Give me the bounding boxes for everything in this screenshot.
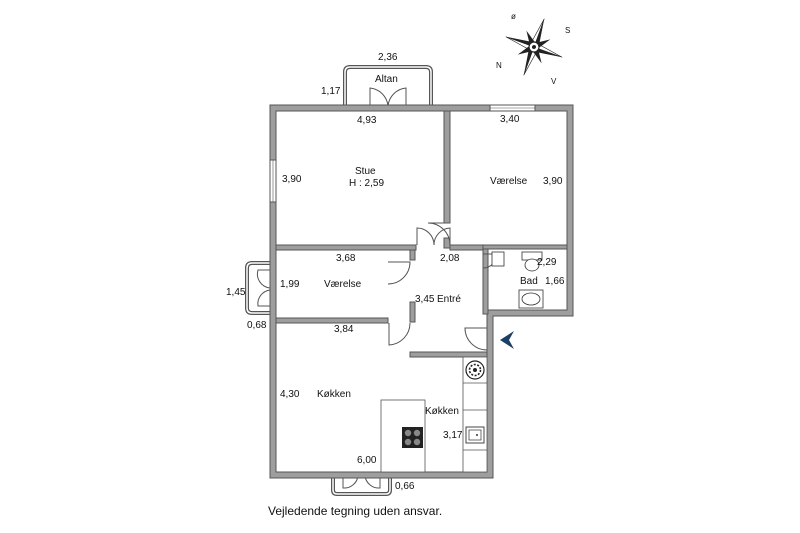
entre-width-label: 2,08 bbox=[440, 253, 460, 264]
bathroom-fixtures bbox=[491, 251, 544, 309]
balcony-width-label: 2,36 bbox=[378, 52, 398, 63]
bad-width-label: 2,29 bbox=[537, 257, 557, 268]
compass-north-label: N bbox=[496, 61, 502, 70]
koekken-alrum-width-label: 3,84 bbox=[334, 324, 354, 335]
compass-west-label: V bbox=[551, 77, 557, 86]
vaerelse1-width-label: 3,40 bbox=[500, 114, 520, 125]
bad-depth-label: 1,66 bbox=[545, 276, 565, 287]
stue-depth-label: 3,90 bbox=[282, 174, 302, 185]
vaerelse2-width-label: 3,68 bbox=[336, 253, 356, 264]
vaerelse-window bbox=[489, 104, 536, 112]
sink-icon bbox=[465, 426, 485, 444]
koekken-alrum-depth-label: 4,30 bbox=[280, 389, 300, 400]
vaerelse2-name-label: Værelse bbox=[324, 279, 362, 290]
bad-name-label: Bad bbox=[520, 276, 538, 287]
disclaimer-text: Vejledende tegning uden ansvar. bbox=[268, 504, 443, 518]
vaerelse2-depth-label: 1,99 bbox=[280, 279, 300, 290]
balcony-top bbox=[343, 65, 433, 108]
stue-window bbox=[269, 159, 277, 203]
bottom-balcony-depth-label: 0,66 bbox=[395, 481, 415, 492]
outer-walls bbox=[269, 104, 574, 479]
koekken-bottom-width-label: 6,00 bbox=[357, 455, 377, 466]
koekken-alrum-name-label: Køkken bbox=[317, 389, 351, 400]
stue-height-label: H : 2,59 bbox=[349, 178, 384, 189]
entre-depth-label: 3,45 bbox=[415, 294, 435, 305]
bay-window-depth-label: 0,68 bbox=[247, 320, 267, 331]
compass-east-label: ø bbox=[511, 12, 516, 21]
vaerelse1-depth-label: 3,90 bbox=[543, 176, 563, 187]
koekken-name-label: Køkken bbox=[425, 406, 459, 417]
stove-icon bbox=[402, 427, 423, 448]
balcony-depth-label: 1,17 bbox=[321, 86, 341, 97]
interior-walls bbox=[275, 110, 568, 358]
bay-window bbox=[245, 261, 272, 315]
balcony-label: Altan bbox=[375, 74, 398, 85]
compass-icon bbox=[505, 18, 563, 76]
vaerelse1-name-label: Værelse bbox=[490, 176, 528, 187]
entre-name-label: Entré bbox=[437, 294, 461, 305]
bay-window-width-label: 1,45 bbox=[226, 287, 246, 298]
koekken-depth-label: 3,17 bbox=[443, 430, 463, 441]
stue-width-label: 4,93 bbox=[357, 115, 377, 126]
stue-name-label: Stue bbox=[355, 166, 376, 177]
entry-arrow-icon bbox=[500, 331, 514, 349]
fan-icon bbox=[465, 360, 485, 380]
compass-south-label: S bbox=[565, 26, 570, 35]
